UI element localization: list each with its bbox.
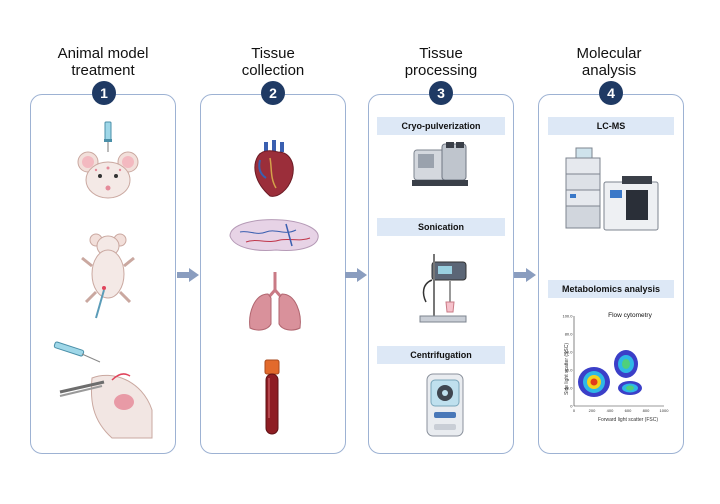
label-lc-ms: LC-MS (548, 117, 674, 135)
syringe-icon (104, 121, 112, 152)
flow-plot-xtick: 600 (625, 408, 632, 413)
mouse-body-icon (81, 233, 135, 319)
cryo-mill-icon (412, 142, 468, 186)
sonicator-icon (419, 254, 467, 323)
population-blob-left (578, 367, 610, 397)
stage-3-badge: 3 (429, 81, 453, 105)
flow-plot-xtick: 0 (573, 408, 576, 413)
stage-1-title: Animal model treatment (57, 45, 149, 79)
flow-plot-ytick: 80.0 (565, 331, 574, 336)
stage-2-badge: 2 (261, 81, 285, 105)
lc-ms-icon (565, 147, 659, 231)
heart-icon (254, 140, 294, 197)
mouse-icon (77, 151, 139, 199)
flow-plot-xlabel: Forward light scatter (FSC) (597, 417, 658, 423)
arrow-right-icon (514, 268, 536, 282)
stage-2-title: Tissue collection (241, 45, 305, 79)
centrifuge-icon (426, 373, 464, 437)
lungs-icon (249, 272, 301, 331)
stage-3-title: Tissue processing (404, 45, 478, 79)
population-blob-top (614, 350, 638, 378)
label-sonication: Sonication (377, 218, 505, 236)
flow-plot-ytick: 0 (570, 403, 573, 408)
stage-1-badge: 1 (92, 81, 116, 105)
brain-icon (229, 219, 319, 251)
flow-cytometry-plot: 0 200 400 600 800 1000 0 20.0 40.0 60.0 80.0 100.0 (562, 313, 670, 413)
blood-tube-icon (264, 359, 280, 435)
flow-plot-ytick: 60.0 (565, 349, 574, 354)
label-centrifugation: Centrifugation (377, 346, 505, 364)
flow-plot-xtick: 1000 (660, 408, 670, 413)
flow-plot-title: Flow cytometry (608, 312, 652, 319)
flow-plot-ytick: 20.0 (565, 385, 574, 390)
arrow-right-icon (177, 268, 199, 282)
label-metabolomics-analysis: Metabolomics analysis (548, 280, 674, 298)
flow-plot-xtick: 200 (589, 408, 596, 413)
label-cryo-pulverization: Cryo-pulverization (377, 117, 505, 135)
flow-plot-ytick: 100.0 (562, 313, 573, 318)
population-blob-right (618, 381, 642, 395)
stage-4-badge: 4 (599, 81, 623, 105)
dissection-icon (53, 341, 153, 439)
panel-molecular-analysis (538, 94, 684, 454)
flow-plot-ytick: 40.0 (565, 367, 574, 372)
flow-plot-xtick: 400 (607, 408, 614, 413)
arrow-right-icon (345, 268, 367, 282)
flow-plot-xtick: 800 (643, 408, 650, 413)
stage-4-title: Molecular analysis (576, 45, 642, 79)
